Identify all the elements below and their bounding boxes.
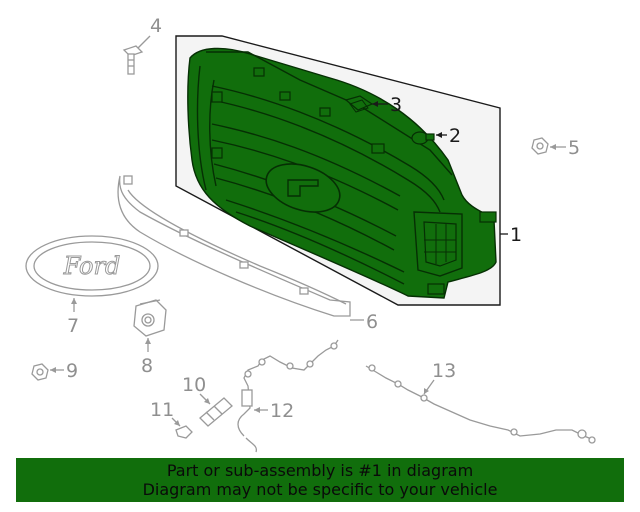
push-pin-part-2[interactable] xyxy=(411,131,435,145)
callout-1: 1 xyxy=(510,224,522,246)
camera-part-8[interactable] xyxy=(133,299,167,337)
wiring-harness-part-12[interactable] xyxy=(237,339,339,453)
emblem-text: Ford xyxy=(63,252,121,280)
connector-part-10[interactable] xyxy=(199,397,233,427)
emblem-part-7[interactable]: Ford xyxy=(25,235,159,297)
callout-8: 8 xyxy=(141,355,153,377)
grille-top-lip xyxy=(206,51,453,176)
callout-12-arrow xyxy=(254,407,260,413)
callout-11: 11 xyxy=(150,399,174,421)
grille-bar xyxy=(211,99,441,213)
callout-8-arrow xyxy=(145,338,151,344)
callout-4: 4 xyxy=(150,15,162,37)
callout-7-arrow xyxy=(71,298,77,304)
footer-line-1: Part or sub-assembly is #1 in diagram xyxy=(166,461,474,480)
parts-diagram: 1 2 3 4 5 6 Ford 7 xyxy=(25,15,596,453)
callout-3-arrow xyxy=(372,101,378,107)
wiring-harness-part-13[interactable] xyxy=(365,364,596,444)
callout-9: 9 xyxy=(66,360,78,382)
callout-9-arrow xyxy=(50,367,56,373)
grille-bar xyxy=(211,139,399,211)
callout-3: 3 xyxy=(390,94,402,116)
callout-12: 12 xyxy=(270,400,294,422)
callout-2-arrow xyxy=(436,132,442,138)
grille-bar xyxy=(235,211,405,285)
lower-strip-part-6[interactable] xyxy=(117,175,351,317)
grille-assembly[interactable] xyxy=(187,47,497,299)
grille-clip xyxy=(211,91,223,103)
callout-7: 7 xyxy=(67,315,79,337)
callout-5: 5 xyxy=(568,137,580,159)
callout-6: 6 xyxy=(366,311,378,333)
callout-4-leader xyxy=(137,35,151,49)
grille-bar xyxy=(211,85,445,201)
grille-bottom-tab xyxy=(479,211,497,223)
callout-10: 10 xyxy=(182,374,206,396)
callout-13-arrow xyxy=(424,388,429,394)
clip-part-11[interactable] xyxy=(175,425,193,439)
callout-13: 13 xyxy=(432,360,456,382)
grille-panel[interactable] xyxy=(175,35,501,306)
callout-10-arrow xyxy=(204,398,210,404)
callout-5-arrow xyxy=(550,144,556,150)
grille-left-frame-inner xyxy=(209,79,217,187)
nut-part-5[interactable] xyxy=(531,137,549,155)
callout-11-arrow xyxy=(174,420,180,426)
grille-emblem-mark xyxy=(287,179,319,197)
footer-banner: Part or sub-assembly is #1 in diagram Di… xyxy=(16,458,624,502)
grille-clip xyxy=(253,67,265,77)
grille-side-box-inner xyxy=(423,221,457,267)
callout-2: 2 xyxy=(449,125,461,147)
grille-left-frame xyxy=(196,65,207,191)
grille-bar xyxy=(211,123,401,197)
grille-clip xyxy=(319,107,331,117)
bolt-part-4[interactable] xyxy=(122,45,144,75)
grille-side-box xyxy=(413,211,463,277)
grille-clip xyxy=(279,91,291,101)
grille-clip xyxy=(371,143,385,154)
grille-clip xyxy=(211,147,223,159)
nut-part-9[interactable] xyxy=(31,363,49,381)
grille-bar xyxy=(225,199,405,273)
footer-line-2: Diagram may not be specific to your vehi… xyxy=(142,480,498,499)
grille-emblem-oval xyxy=(265,163,341,213)
grille-side-box-grid xyxy=(424,224,456,264)
grille-bottom-tab xyxy=(427,283,445,295)
